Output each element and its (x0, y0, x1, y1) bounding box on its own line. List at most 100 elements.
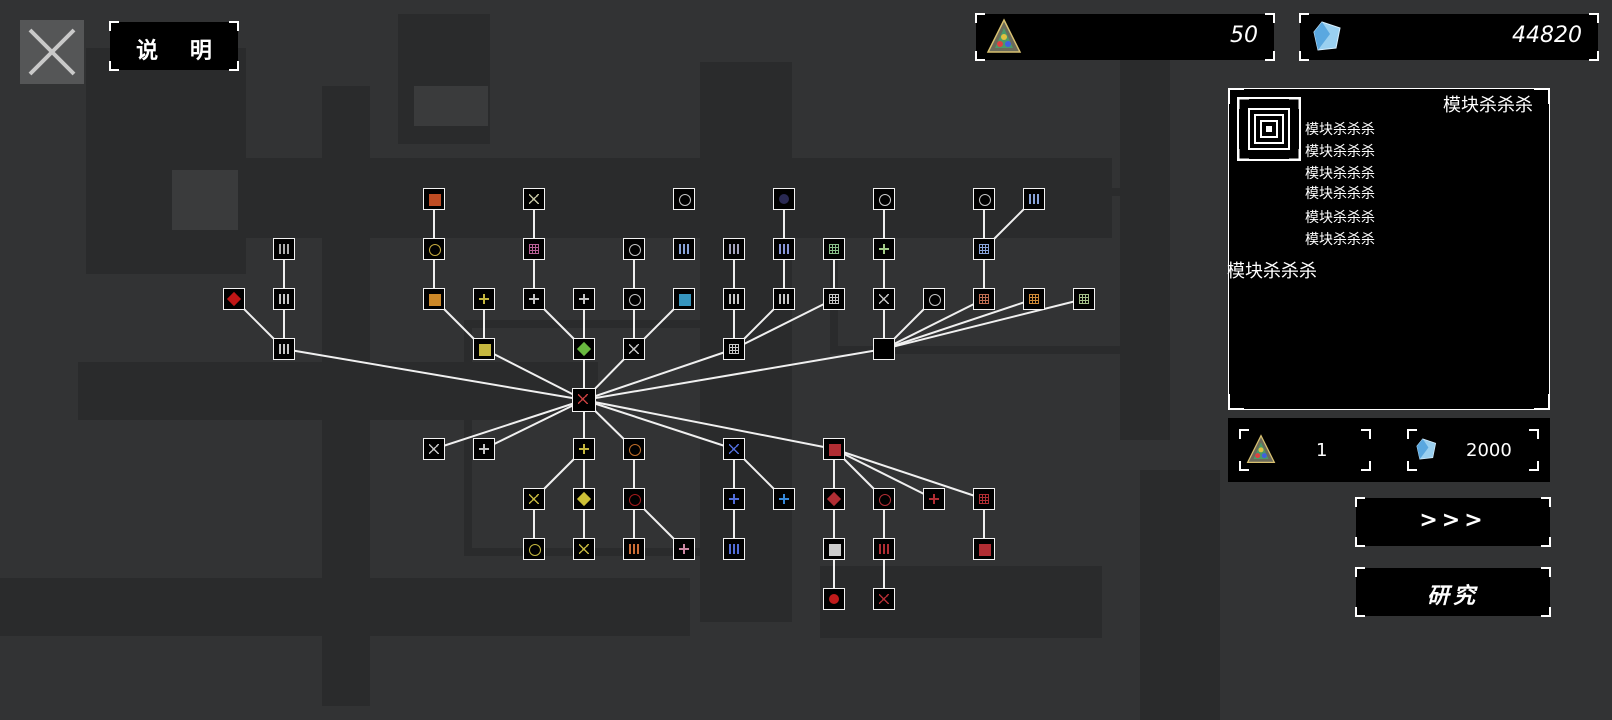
tech-link (483, 399, 585, 450)
crystals-value: 44820 (1512, 23, 1582, 48)
tech-link (833, 448, 935, 500)
x-frame-module-icon[interactable] (423, 438, 445, 460)
crystal-pyramid-icon (986, 18, 1022, 53)
red-tree-module-icon[interactable] (923, 488, 945, 510)
green-machine-module-icon[interactable] (823, 238, 845, 260)
pink-frame-module-icon[interactable] (523, 238, 545, 260)
tech-link (583, 348, 885, 401)
blue-x-module-icon[interactable] (723, 438, 745, 460)
cyan-chip-module-icon[interactable] (673, 288, 695, 310)
red-sphere-module-icon[interactable] (823, 588, 845, 610)
triangle-module-icon[interactable] (623, 238, 645, 260)
tech-link (583, 399, 835, 450)
module-description: 模块杀杀杀 (1227, 261, 1317, 282)
triple-barrel-module-icon[interactable] (273, 288, 295, 310)
blue-mech-module-icon[interactable] (773, 238, 795, 260)
tech-link (733, 298, 835, 350)
red-pattern-module-icon[interactable] (973, 538, 995, 560)
screen-module-icon[interactable] (623, 288, 645, 310)
research-button[interactable]: 研究 (1355, 567, 1551, 617)
green-cross-module-icon[interactable] (873, 238, 895, 260)
ring-o-module-icon[interactable] (873, 188, 895, 210)
bolt-module-icon[interactable] (523, 488, 545, 510)
diamond-module-icon[interactable] (223, 288, 245, 310)
square-target-module-icon[interactable] (623, 338, 645, 360)
blue-columns-module-icon[interactable] (673, 238, 695, 260)
red-dots-module-icon[interactable] (973, 488, 995, 510)
research-points-value: 50 (1230, 23, 1258, 48)
barrier-module-icon[interactable] (473, 438, 495, 460)
tech-link (883, 298, 985, 350)
yellow-gun-module-icon[interactable] (473, 338, 495, 360)
module-stat-line: 模块杀杀杀 (1305, 232, 1375, 248)
blue-plus-module-icon[interactable] (773, 488, 795, 510)
triple-barrel-module-icon[interactable] (273, 338, 295, 360)
red-white-square-module-icon[interactable] (823, 538, 845, 560)
yellow-diamond-module-icon[interactable] (573, 488, 595, 510)
cannon-module-icon[interactable] (723, 288, 745, 310)
red-eye-module-icon[interactable] (873, 488, 895, 510)
research-point-cost-value: 1 (1316, 440, 1328, 461)
red-burst-module-icon[interactable] (823, 488, 845, 510)
green-burst-module-icon[interactable] (573, 338, 595, 360)
pink-ship-module-icon[interactable] (673, 538, 695, 560)
research-cost-panel: 1 2000 (1228, 418, 1550, 482)
tech-link (283, 348, 585, 401)
mech-module-icon[interactable] (723, 238, 745, 260)
research-point-cost: 1 (1239, 429, 1371, 471)
cross-module-icon[interactable] (523, 188, 545, 210)
blue-stars-module-icon[interactable] (723, 488, 745, 510)
shield-ring-module-icon[interactable] (973, 188, 995, 210)
maze-module-icon[interactable] (923, 288, 945, 310)
yellow-turret-module-icon[interactable] (473, 288, 495, 310)
tech-link (433, 399, 585, 450)
crystals-bar: 44820 (1299, 13, 1599, 61)
tech-link (583, 399, 735, 450)
next-button-label: >>> (1419, 508, 1487, 533)
dark-orb-module-icon[interactable] (773, 188, 795, 210)
sword-module-icon[interactable] (873, 288, 895, 310)
mixed-panel-module-icon[interactable] (1073, 288, 1095, 310)
module-stat-line: 模块杀杀杀 (1305, 144, 1375, 160)
rainbow-fan-module-icon[interactable] (623, 538, 645, 560)
nested-squares-module-icon (1237, 97, 1301, 161)
blue-tower-module-icon[interactable] (723, 538, 745, 560)
red-v-module-icon[interactable] (873, 588, 895, 610)
module-stat-line: 模块杀杀杀 (1305, 210, 1375, 226)
module-stat-line: 模块杀杀杀 (1305, 166, 1375, 182)
ring-module-icon[interactable] (423, 238, 445, 260)
twin-tube-module-icon[interactable] (773, 288, 795, 310)
factory-module-icon[interactable] (823, 288, 845, 310)
flame-module-icon[interactable] (423, 288, 445, 310)
module-stat-line: 模块杀杀杀 (1305, 186, 1375, 202)
red-stack-module-icon[interactable] (873, 538, 895, 560)
module-title: 模块杀杀杀 (1443, 95, 1533, 116)
black-module-icon[interactable] (873, 338, 895, 360)
red-swirl-module-icon[interactable] (823, 438, 845, 460)
module-info-panel: 模块杀杀杀 模块杀杀杀 模块杀杀杀 模块杀杀杀 模块杀杀杀 模块杀杀杀 模块杀杀… (1227, 88, 1550, 410)
yellow-emblem-module-icon[interactable] (523, 538, 545, 560)
close-button[interactable] (20, 20, 84, 84)
lens-module-icon[interactable] (673, 188, 695, 210)
blue-panel-module-icon[interactable] (973, 238, 995, 260)
module-stat-line: 模块杀杀杀 (1305, 122, 1375, 138)
next-button[interactable]: >>> (1355, 497, 1551, 547)
red-tower-module-icon[interactable] (423, 188, 445, 210)
help-button-label: 说 明 (136, 39, 224, 64)
quad-node-module-icon[interactable] (523, 288, 545, 310)
research-points-bar: 50 (975, 13, 1275, 61)
target-module-icon[interactable] (573, 288, 595, 310)
crystal-pyramid-icon (1246, 434, 1276, 463)
orange-square-module-icon[interactable] (623, 438, 645, 460)
red-dots-panel-module-icon[interactable] (973, 288, 995, 310)
orange-panel-module-icon[interactable] (1023, 288, 1045, 310)
claw-module-icon[interactable] (1023, 188, 1045, 210)
core-module-icon[interactable] (572, 388, 596, 412)
hatched-module-icon[interactable] (273, 238, 295, 260)
yellow-node-module-icon[interactable] (573, 438, 595, 460)
help-button[interactable]: 说 明 (109, 21, 239, 71)
blue-crystal-icon (1313, 21, 1341, 51)
black-red-module-icon[interactable] (623, 488, 645, 510)
grid-module-icon[interactable] (723, 338, 745, 360)
yellow-wings-module-icon[interactable] (573, 538, 595, 560)
